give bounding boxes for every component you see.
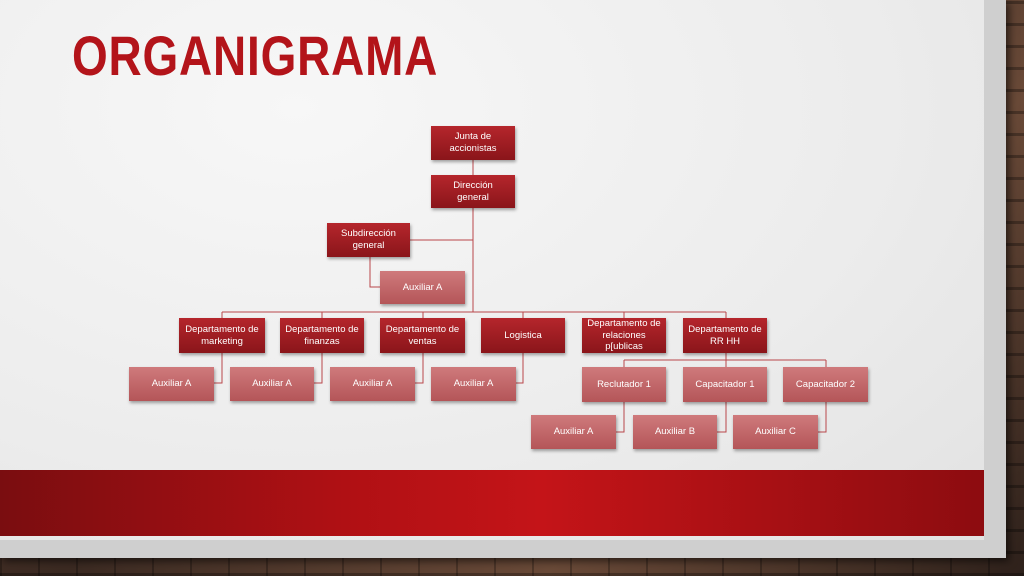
footer-band	[0, 470, 984, 536]
node-subdireccion-general: Subdirección general	[327, 223, 410, 257]
node-marketing-auxiliar: Auxiliar A	[129, 367, 214, 401]
node-dept-rrhh: Departamento de RR HH	[683, 318, 767, 353]
node-capacitador-2: Capacitador 2	[783, 367, 868, 402]
node-finanzas-auxiliar: Auxiliar A	[230, 367, 314, 401]
slide-frame	[0, 0, 1006, 558]
node-capacitador1-auxiliar: Auxiliar B	[633, 415, 717, 449]
node-reclutador-1: Reclutador 1	[582, 367, 666, 402]
node-dept-marketing: Departamento de marketing	[179, 318, 265, 353]
node-dept-relaciones: Departamento de relaciones p[ublicas	[582, 318, 666, 353]
node-logistica-auxiliar: Auxiliar A	[431, 367, 516, 401]
node-dept-finanzas: Departamento de finanzas	[280, 318, 364, 353]
node-direccion-general: Dirección general	[431, 175, 515, 208]
node-reclutador-auxiliar: Auxiliar A	[531, 415, 616, 449]
page-title: ORGANIGRAMA	[72, 24, 439, 87]
node-subdireccion-auxiliar: Auxiliar A	[380, 271, 465, 304]
node-capacitador2-auxiliar: Auxiliar C	[733, 415, 818, 449]
node-dept-ventas: Departamento de ventas	[380, 318, 465, 353]
node-ventas-auxiliar: Auxiliar A	[330, 367, 415, 401]
node-capacitador-1: Capacitador 1	[683, 367, 767, 402]
node-dept-logistica: Logistica	[481, 318, 565, 353]
node-junta-accionistas: Junta de accionistas	[431, 126, 515, 160]
slide-paper	[0, 0, 984, 540]
